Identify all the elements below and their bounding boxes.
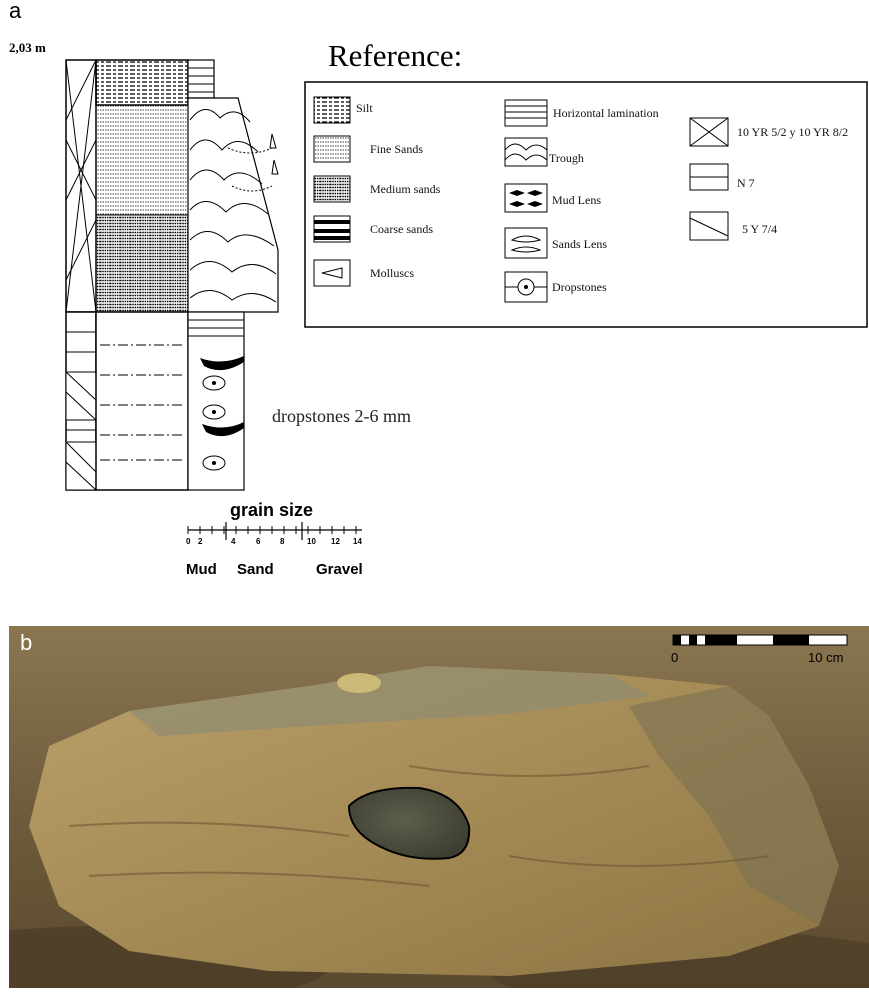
panel-b-label: b [20,630,32,656]
legend-label-molluscs: Molluscs [370,266,414,281]
tick-0: 0 [186,537,190,546]
tick-10: 10 [307,537,316,546]
legend-label-dropstones: Dropstones [552,280,607,295]
rock-sample-photo [9,626,869,988]
grain-class-sand: Sand [237,561,274,578]
tick-12: 12 [331,537,340,546]
grain-size-ticks: 0 2 4 6 8 10 12 14 [186,537,366,549]
grain-class-mud: Mud [186,561,217,578]
tick-6: 6 [256,537,260,546]
legend-label-horizontal-lamination: Horizontal lamination [553,106,659,121]
tick-14: 14 [353,537,362,546]
tick-4: 4 [231,537,235,546]
lithology-column [96,60,188,490]
grain-size-title: grain size [230,500,313,521]
stratigraphic-column-figure [0,0,869,600]
grain-class-gravel: Gravel [316,561,363,578]
tick-8: 8 [280,537,284,546]
legend-label-color-5y: 5 Y 7/4 [742,222,777,237]
structure-column [188,60,278,490]
legend-label-trough: Trough [549,151,584,166]
reference-title: Reference: [328,38,462,74]
legend-label-coarse-sands: Coarse sands [370,222,433,237]
rock-photo-illustration [9,626,869,988]
scale-end-label: 10 cm [808,650,843,665]
legend-label-silt: Silt [356,101,373,116]
legend-label-color-10yr: 10 YR 5/2 y 10 YR 8/2 [737,125,848,140]
legend-label-color-n7: N 7 [737,176,755,191]
color-column [66,60,96,490]
legend-swatches-col3 [690,118,728,240]
tick-2: 2 [198,537,202,546]
legend-label-mud-lens: Mud Lens [552,193,601,208]
legend-label-fine-sands: Fine Sands [370,142,423,157]
dropstones-note: dropstones 2-6 mm [272,406,411,427]
legend-label-sands-lens: Sands Lens [552,237,607,252]
scale-bar [673,635,847,645]
scale-start-label: 0 [671,650,678,665]
legend-label-medium-sands: Medium sands [370,182,440,197]
